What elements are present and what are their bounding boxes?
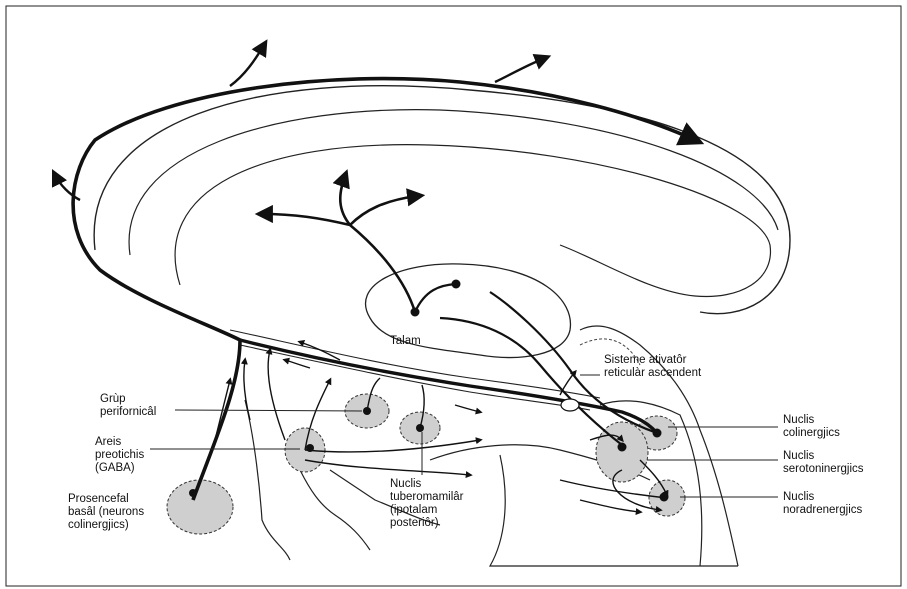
thalamic-branch-1	[262, 214, 350, 225]
tuberomammillary-label: Nuclis tuberomamilâr (ipotalam posteriôr…	[390, 478, 464, 530]
serotoninergic-label: Nuclis serotoninergjics	[783, 450, 864, 476]
cholinergic-label: Nuclis colinergjics	[783, 414, 840, 440]
cortical-branch-2	[495, 58, 545, 82]
thalamus-label: Talam	[390, 335, 421, 348]
thalamic-tree-stem	[350, 225, 415, 312]
perifornical-label: Grùp perifornicâl	[100, 393, 156, 419]
basal-forebrain-label: Prosencefal basâl (neurons colinergjics)	[68, 493, 144, 532]
preoptic-label: Areis preotichis (GABA)	[95, 436, 144, 475]
hypothalamus-outline	[245, 400, 290, 560]
reticular-activating-marker	[561, 399, 579, 411]
reticular-system-label: Sisteme ativatôr reticulàr ascendent	[604, 354, 701, 380]
optic-chiasm-outline	[300, 470, 370, 550]
brainstem-ascending-pathway	[240, 340, 657, 433]
reticular-fiber-2	[440, 318, 622, 445]
corpus-callosum-inner	[175, 145, 770, 297]
leader-lines	[150, 375, 778, 497]
lateral-ventricle	[129, 110, 778, 255]
thalamic-branch-2	[340, 176, 350, 225]
thalamic-branch-3	[350, 196, 418, 225]
noradrenergic-label: Nuclis noradrenergjics	[783, 491, 862, 517]
basal-forebrain-nucleus	[167, 480, 233, 534]
thalamus-link	[415, 284, 456, 312]
cortical-branch-1	[230, 45, 264, 86]
